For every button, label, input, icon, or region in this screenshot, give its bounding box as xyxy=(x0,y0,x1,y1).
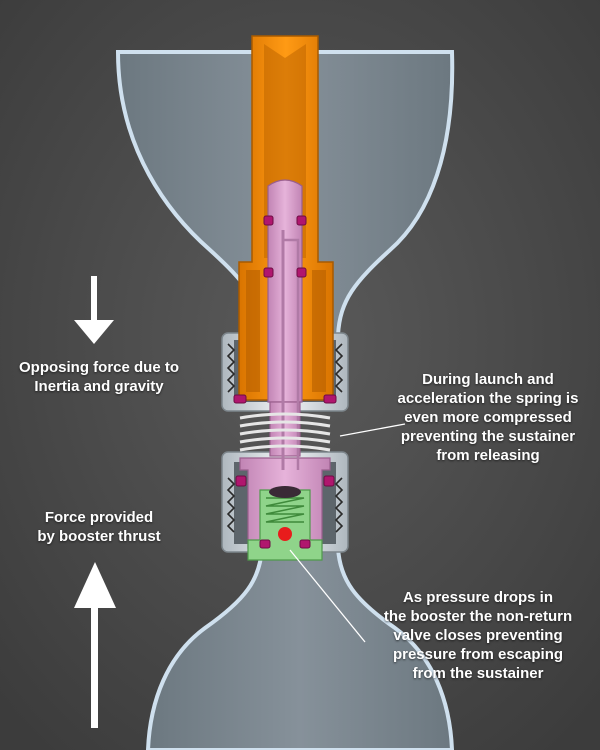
arrow-up-icon xyxy=(74,562,116,728)
spring xyxy=(239,412,331,452)
upper-thread-left xyxy=(226,343,236,393)
thrust-label: Force provided by booster thrust xyxy=(37,509,161,545)
arrow-down-icon xyxy=(74,276,114,344)
booster-bottle xyxy=(145,546,455,750)
valve-label: As pressure drops in the booster the non… xyxy=(383,589,573,682)
valve-leader-line xyxy=(289,549,366,643)
upper-thread-right xyxy=(334,343,344,393)
o-rings xyxy=(233,215,337,549)
lower-thread-left xyxy=(226,477,236,533)
lower-thread-right xyxy=(334,477,344,533)
spring-leader-line xyxy=(339,423,406,437)
inertia-label: Opposing force due to Inertia and gravit… xyxy=(19,359,179,395)
valve-ball xyxy=(278,527,292,541)
spring-label: During launch and acceleration the sprin… xyxy=(397,371,579,464)
